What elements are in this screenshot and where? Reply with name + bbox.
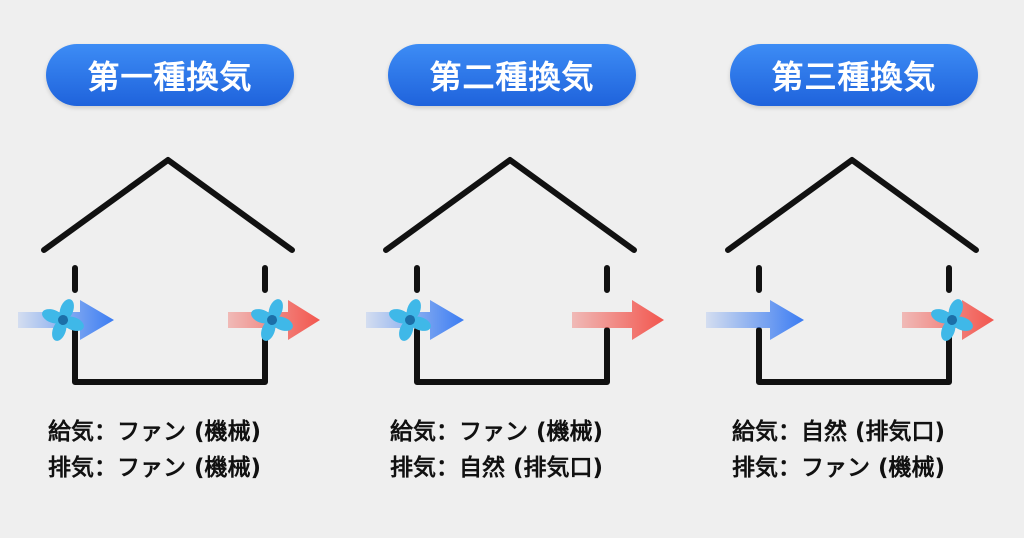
panel-type3: 第三種換気 給気：自然 (排気口) 排気：ファン (機械): [684, 0, 1024, 538]
supply-arrow: [706, 300, 804, 340]
supply-text: 給気：ファン (機械): [390, 419, 604, 445]
wall-left: [414, 265, 610, 385]
house-diagram: [366, 157, 664, 385]
roof: [383, 157, 637, 253]
supply-text: 給気：ファン (機械): [48, 419, 262, 445]
panel-type2: 第二種換気 給気：ファン (機械) 排気：自然 (排気口): [342, 0, 682, 538]
exhaust-text: 排気：ファン (機械): [732, 455, 946, 481]
description: 給気：ファン (機械) 排気：自然 (排気口): [390, 414, 603, 486]
wall-left: [756, 265, 952, 385]
house-diagram: [18, 157, 320, 385]
roof: [41, 157, 295, 253]
description: 給気：ファン (機械) 排気：ファン (機械): [48, 414, 261, 486]
title-pill: 第二種換気: [388, 44, 636, 106]
description: 給気：自然 (排気口) 排気：ファン (機械): [732, 414, 945, 486]
panel-type1: 第一種換気 給気：ファン (機械) 排気：ファン (機械): [0, 0, 340, 538]
title-pill: 第一種換気: [46, 44, 294, 106]
wall-left: [72, 265, 268, 385]
exhaust-arrow: [572, 300, 664, 340]
title-pill: 第三種換気: [730, 44, 978, 106]
exhaust-text: 排気：自然 (排気口): [390, 455, 604, 481]
house-diagram: [706, 157, 994, 385]
roof: [725, 157, 979, 253]
exhaust-text: 排気：ファン (機械): [48, 455, 262, 481]
supply-text: 給気：自然 (排気口): [732, 419, 946, 445]
